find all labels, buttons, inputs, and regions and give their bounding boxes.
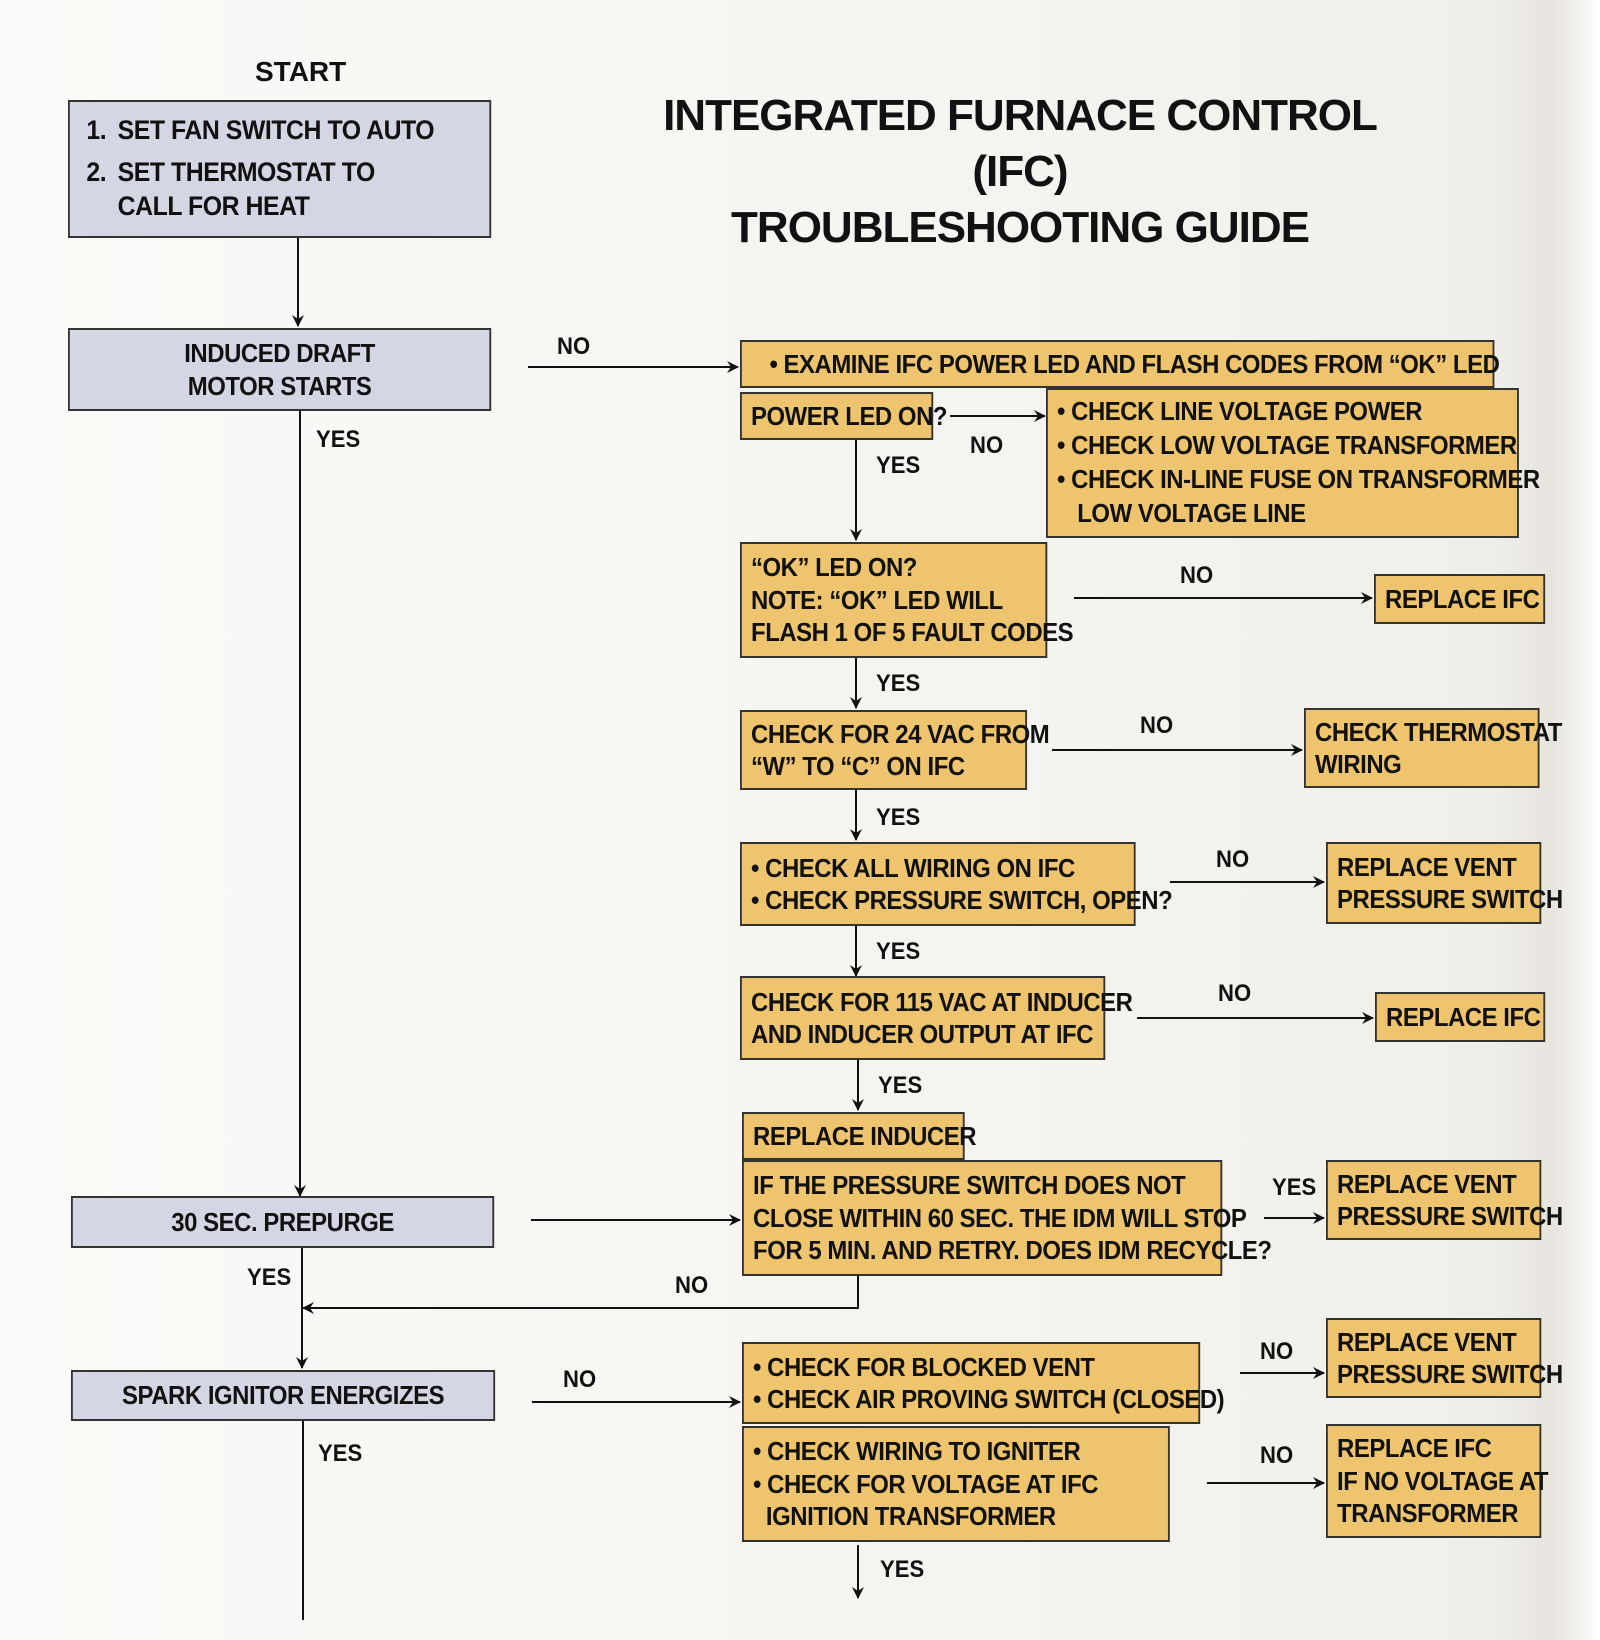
wiring-check-line-2: • CHECK PRESSURE SWITCH, OPEN? xyxy=(751,885,1173,915)
thermostat-wiring-box: CHECK THERMOSTAT WIRING xyxy=(1304,708,1562,788)
label-power-led-no: NO xyxy=(970,432,1004,459)
induced-draft-line-2: MOTOR STARTS xyxy=(187,370,372,401)
igniter-line-2: • CHECK FOR VOLTAGE AT IFC xyxy=(753,1468,1099,1499)
ok-led-line-2: NOTE: “OK” LED WILL xyxy=(751,584,1003,615)
page-title: INTEGRATED FURNACE CONTROL (IFC) TROUBLE… xyxy=(640,88,1400,256)
line-voltage-item-2: • CHECK LOW VOLTAGE TRANSFORMER xyxy=(1057,430,1517,461)
prepurge-box: 30 SEC. PREPURGE xyxy=(71,1196,495,1248)
replace-vent-3-line-1: REPLACE VENT xyxy=(1337,1326,1517,1357)
examine-ifc-box: • EXAMINE IFC POWER LED AND FLASH CODES … xyxy=(740,340,1500,388)
step-1-number: 1. xyxy=(86,115,107,146)
pressure-switch-line-2: CLOSE WITHIN 60 SEC. THE IDM WILL STOP xyxy=(753,1202,1247,1233)
induced-draft-line-1: INDUCED DRAFT xyxy=(184,338,375,368)
replace-vent-2-line-1: REPLACE VENT xyxy=(1337,1168,1517,1199)
step-2-number: 2. xyxy=(86,157,107,188)
start-label: START xyxy=(255,56,347,87)
replace-inducer-box: REPLACE INDUCER xyxy=(742,1112,977,1160)
vac24-box: CHECK FOR 24 VAC FROM “W” TO “C” ON IFC xyxy=(740,710,1050,790)
pressure-switch-line-3: FOR 5 MIN. AND RETRY. DOES IDM RECYCLE? xyxy=(753,1235,1272,1266)
line-voltage-item-1: • CHECK LINE VOLTAGE POWER xyxy=(1057,396,1423,427)
spark-ignitor-text: SPARK IGNITOR ENERGIZES xyxy=(121,1380,445,1411)
power-led-text: POWER LED ON? xyxy=(751,400,948,431)
blocked-vent-box: • CHECK FOR BLOCKED VENT • CHECK AIR PRO… xyxy=(742,1342,1225,1424)
replace-vent-1-line-2: PRESSURE SWITCH xyxy=(1337,884,1563,914)
blocked-vent-line-2: • CHECK AIR PROVING SWITCH (CLOSED) xyxy=(753,1384,1225,1414)
igniter-line-1: • CHECK WIRING TO IGNITER xyxy=(753,1436,1081,1467)
pressure-switch-box: IF THE PRESSURE SWITCH DOES NOT CLOSE WI… xyxy=(742,1160,1272,1276)
replace-ifc-box-1: REPLACE IFC xyxy=(1374,574,1546,624)
igniter-line-3: IGNITION TRANSFORMER xyxy=(765,1501,1056,1532)
label-wiring-no: NO xyxy=(1216,846,1250,873)
arrow-pressure-no-return xyxy=(302,1276,859,1314)
label-spark-yes: YES xyxy=(318,1440,363,1467)
line-voltage-item-4: LOW VOLTAGE LINE xyxy=(1077,497,1306,528)
title-line-2: TROUBLESHOOTING GUIDE xyxy=(731,203,1310,252)
label-115vac-yes: YES xyxy=(878,1072,923,1099)
start-steps-box: 1. SET FAN SWITCH TO AUTO 2. SET THERMOSTA… xyxy=(68,100,492,238)
replace-ifc-box-3: REPLACE IFC IF NO VOLTAGE AT TRANSFORMER xyxy=(1326,1424,1549,1538)
replace-inducer-text: REPLACE INDUCER xyxy=(753,1120,977,1151)
step-2-text-line-2: CALL FOR HEAT xyxy=(117,190,310,221)
label-power-led-yes: YES xyxy=(876,452,921,479)
step-1-text: SET FAN SWITCH TO AUTO xyxy=(117,115,435,146)
step-2-text-line-1: SET THERMOSTAT TO xyxy=(117,157,376,188)
vac115-line-1: CHECK FOR 115 VAC AT INDUCER xyxy=(751,986,1133,1017)
label-ok-led-no: NO xyxy=(1180,562,1214,589)
prepurge-text: 30 SEC. PREPURGE xyxy=(171,1206,394,1237)
spark-ignitor-box: SPARK IGNITOR ENERGIZES xyxy=(71,1370,496,1421)
vac24-line-1: CHECK FOR 24 VAC FROM xyxy=(751,718,1050,749)
pressure-switch-line-1: IF THE PRESSURE SWITCH DOES NOT xyxy=(753,1170,1186,1201)
label-ok-led-yes: YES xyxy=(876,670,921,697)
label-igniter-yes: YES xyxy=(880,1556,925,1583)
label-induced-no: NO xyxy=(557,333,591,360)
replace-ifc-2-text: REPLACE IFC xyxy=(1386,1001,1541,1032)
label-wiring-yes: YES xyxy=(876,938,921,965)
replace-vent-box-3: REPLACE VENT PRESSURE SWITCH xyxy=(1326,1318,1563,1398)
line-voltage-box: • CHECK LINE VOLTAGE POWER • CHECK LOW V… xyxy=(1046,388,1540,538)
wiring-check-line-1: • CHECK ALL WIRING ON IFC xyxy=(751,852,1075,883)
replace-vent-box-2: REPLACE VENT PRESSURE SWITCH xyxy=(1326,1160,1563,1240)
label-pressure-no: NO xyxy=(675,1272,709,1299)
label-spark-no: NO xyxy=(563,1366,597,1393)
ok-led-line-1: “OK” LED ON? xyxy=(751,552,917,583)
replace-ifc-box-2: REPLACE IFC xyxy=(1375,992,1546,1042)
power-led-box: POWER LED ON? xyxy=(740,392,948,440)
wiring-check-box: • CHECK ALL WIRING ON IFC • CHECK PRESSU… xyxy=(740,842,1173,926)
igniter-box: • CHECK WIRING TO IGNITER • CHECK FOR VO… xyxy=(742,1426,1170,1542)
line-voltage-item-3: • CHECK IN-LINE FUSE ON TRANSFORMER xyxy=(1057,464,1540,494)
title-line-1: INTEGRATED FURNACE CONTROL (IFC) xyxy=(663,91,1378,196)
label-induced-yes: YES xyxy=(316,426,361,453)
replace-vent-2-line-2: PRESSURE SWITCH xyxy=(1337,1201,1563,1231)
label-blocked-vent-no: NO xyxy=(1260,1338,1294,1365)
vac115-line-2: AND INDUCER OUTPUT AT IFC xyxy=(751,1019,1094,1049)
label-24vac-no: NO xyxy=(1140,712,1174,739)
examine-ifc-text: • EXAMINE IFC POWER LED AND FLASH CODES … xyxy=(769,348,1500,379)
induced-draft-box: INDUCED DRAFT MOTOR STARTS xyxy=(68,328,492,411)
replace-ifc-1-text: REPLACE IFC xyxy=(1385,583,1540,614)
label-prepurge-yes: YES xyxy=(247,1264,292,1291)
blocked-vent-line-1: • CHECK FOR BLOCKED VENT xyxy=(753,1351,1095,1382)
replace-vent-box-1: REPLACE VENT PRESSURE SWITCH xyxy=(1326,842,1563,924)
thermostat-wiring-line-1: CHECK THERMOSTAT xyxy=(1315,716,1562,747)
vac115-box: CHECK FOR 115 VAC AT INDUCER AND INDUCER… xyxy=(740,976,1133,1060)
replace-ifc-3-line-1: REPLACE IFC xyxy=(1337,1433,1492,1464)
replace-ifc-3-line-2: IF NO VOLTAGE AT xyxy=(1337,1465,1549,1496)
replace-ifc-3-line-3: TRANSFORMER xyxy=(1337,1498,1519,1529)
replace-vent-1-line-1: REPLACE VENT xyxy=(1337,851,1517,882)
replace-vent-3-line-2: PRESSURE SWITCH xyxy=(1337,1359,1563,1389)
label-24vac-yes: YES xyxy=(876,804,921,831)
ok-led-box: “OK” LED ON? NOTE: “OK” LED WILL FLASH 1… xyxy=(740,542,1074,658)
label-pressure-yes: YES xyxy=(1272,1174,1317,1201)
ok-led-line-3: FLASH 1 OF 5 FAULT CODES xyxy=(751,617,1074,648)
label-igniter-no: NO xyxy=(1260,1442,1294,1469)
vac24-line-2: “W” TO “C” ON IFC xyxy=(751,751,965,781)
thermostat-wiring-line-2: WIRING xyxy=(1315,749,1402,779)
label-115vac-no: NO xyxy=(1218,980,1252,1007)
